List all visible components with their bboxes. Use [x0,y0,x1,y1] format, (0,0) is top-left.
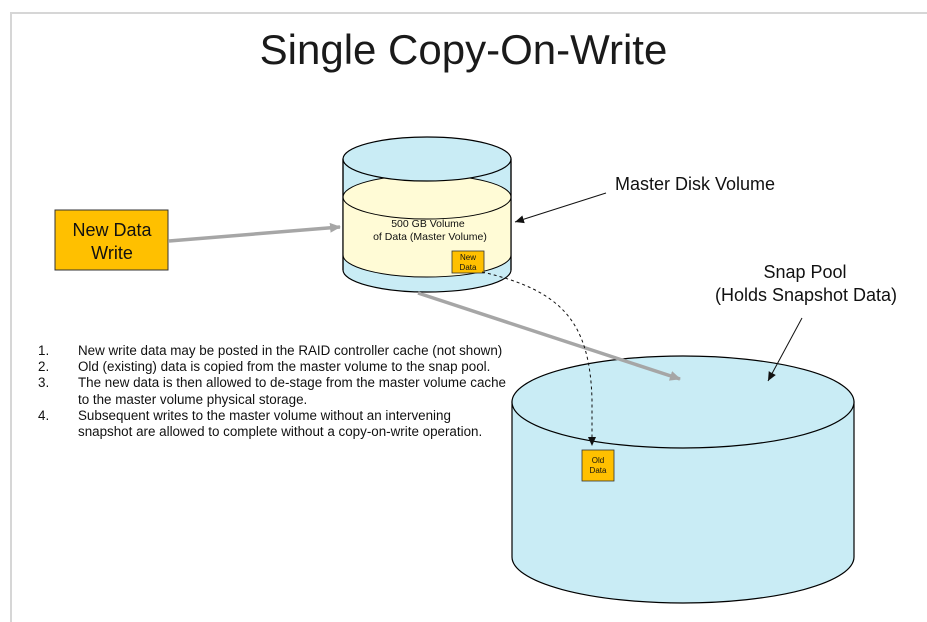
new-data-block-line1: New [460,253,476,262]
step-number: 3. [38,375,50,391]
new-data-write-box [54,209,169,271]
new-data-write-line2: Write [91,243,133,263]
copy-arrow [417,291,681,381]
step-text: Subsequent writes to the master volume w… [78,407,483,440]
step-item: 4. Subsequent writes to the master volume… [38,408,508,440]
snap-pool-cylinder [511,355,855,604]
old-data-block-line2: Data [590,466,607,475]
steps-list: 1. New write data may be posted in the RA… [38,343,508,440]
step-text: Old (existing) data is copied from the m… [78,359,491,375]
step-number: 4. [38,407,50,423]
old-data-block [581,449,615,482]
step-item: 1. New write data may be posted in the RA… [38,343,508,359]
new-data-write-line1: New Data [72,220,152,240]
step-item: 3. The new data is then allowed to de-sta… [38,375,508,407]
step-text: New write data may be posted in the RAID… [78,343,503,358]
slide-border-left [10,12,12,622]
master-disk-volume-label: Master Disk Volume [615,174,775,194]
write-arrow [168,222,341,243]
master-volume-label-line1: 500 GB Volume [391,218,465,230]
old-data-block-line1: Old [592,456,604,465]
master-disk-volume-pointer [514,192,607,224]
master-volume-label-line2: of Data (Master Volume) [373,231,487,243]
snap-pool-label-line2: (Holds Snapshot Data) [715,285,897,305]
slide-border-top [10,12,927,14]
new-data-block-line2: Data [460,263,477,272]
step-number: 1. [38,343,50,358]
new-data-block [451,250,485,274]
step-number: 2. [38,359,50,375]
master-volume-cylinder [342,136,512,293]
step-text: The new data is then allowed to de-stage… [78,375,506,407]
step-item: 2. Old (existing) data is copied from the… [38,359,508,375]
slide-title: Single Copy-On-Write [259,26,668,73]
snap-pool-pointer [767,317,803,382]
snap-pool-label-line1: Snap Pool [763,262,846,282]
